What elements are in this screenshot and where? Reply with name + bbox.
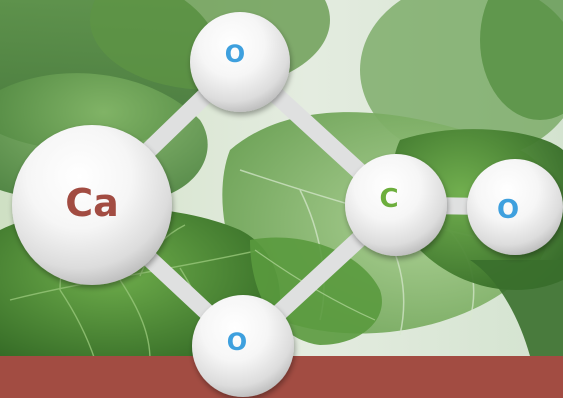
atom-oxygen-top [190,12,290,112]
atom-oxygen-bottom [192,295,294,397]
label-calcium: Ca [65,181,119,225]
label-carbon: C [379,184,398,214]
label-oxygen-top: O [225,40,245,68]
label-oxygen-bottom: O [227,328,247,356]
atom-carbon [345,154,447,256]
atom-calcium [12,125,172,285]
label-oxygen-right: O [497,195,519,225]
atom-oxygen-right [467,159,563,255]
